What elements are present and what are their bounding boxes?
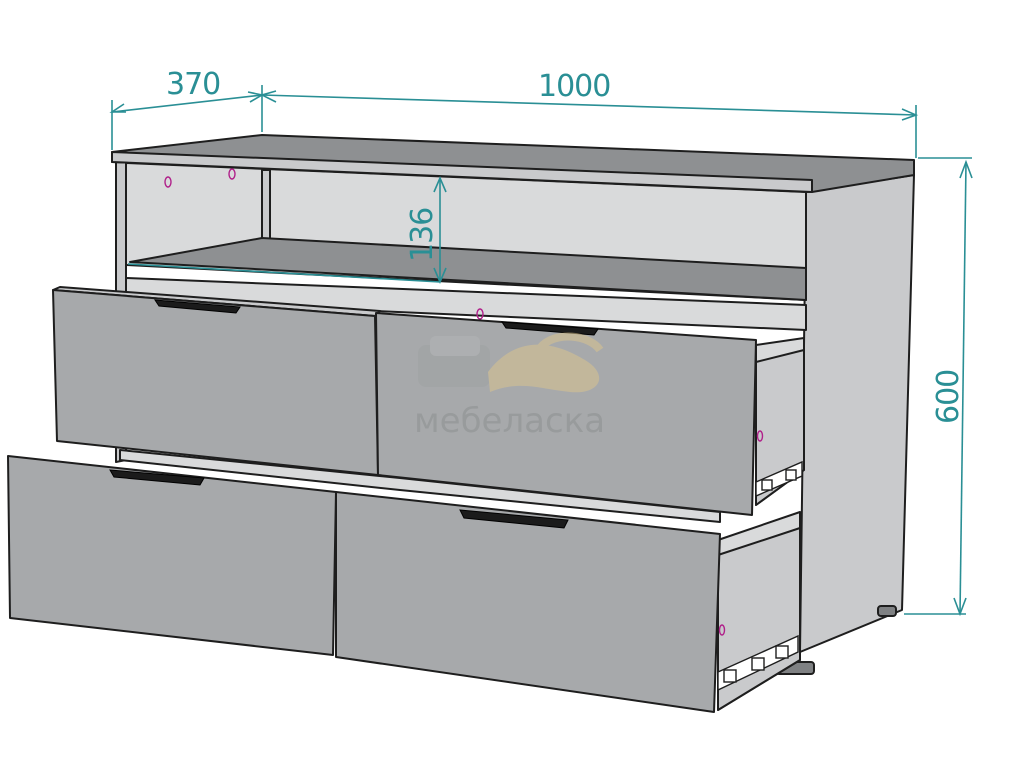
drawer-handle [501, 321, 599, 336]
drawer-front-bottom-left [7, 455, 337, 656]
dimension-width: 1000 [259, 69, 919, 158]
slide-bracket [751, 657, 765, 671]
shelf-floor [129, 237, 807, 301]
mounting-hole [718, 624, 726, 636]
drawer-handle [459, 509, 569, 529]
drawer-front-bottom-right [335, 491, 721, 713]
drawer-front [335, 491, 721, 713]
dimension-height: 600 [904, 157, 973, 617]
watermark: мебеласка [414, 332, 605, 441]
width-label: 1000 [538, 69, 610, 104]
dimension-depth: 370 [109, 67, 265, 150]
slide-bracket [785, 469, 797, 481]
mounting-hole [756, 430, 764, 442]
height-label: 600 [931, 370, 966, 424]
foot [877, 605, 897, 617]
shelf-partition [261, 169, 271, 246]
drawer-front [52, 289, 379, 476]
drawer-handle [154, 299, 241, 314]
slide-bracket [775, 645, 789, 659]
top-board-edge [111, 151, 813, 193]
sofa-logo-icon [418, 332, 604, 393]
cabinet-body [111, 134, 915, 675]
shelf-height-label: 136 [405, 208, 440, 262]
slide-bracket [723, 669, 737, 683]
drawer-box-bottom-right [717, 511, 801, 711]
mounting-hole [476, 308, 484, 320]
depth-label: 370 [166, 67, 220, 102]
slide-bracket [761, 479, 773, 491]
drawer-box-top-right [755, 337, 805, 506]
mounting-hole [228, 168, 236, 180]
right-side-panel [799, 174, 915, 653]
drawer-front-top-left [52, 286, 381, 476]
watermark-brand: мебеласка [414, 401, 605, 441]
mounting-hole [164, 176, 172, 188]
drawer-handle [109, 469, 205, 486]
dimension-shelf-height: 136 [127, 175, 447, 285]
drawer-front [7, 455, 337, 656]
